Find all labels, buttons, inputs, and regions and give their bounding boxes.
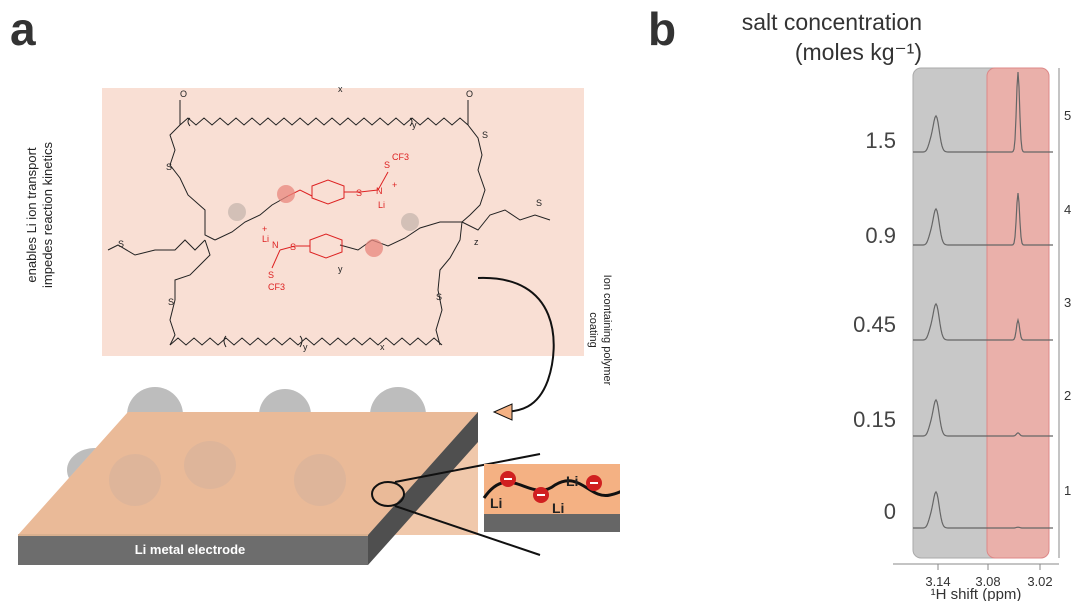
inset-li-2: Li: [552, 500, 564, 516]
trace-number-3: 3: [1064, 295, 1071, 310]
y-center-label: y: [338, 264, 343, 274]
z-label: z: [474, 237, 479, 247]
highlight-circle-3: [365, 239, 383, 257]
red-region: [986, 67, 1050, 559]
polymer-core: [214, 195, 462, 251]
y-bottom-label: y: [303, 342, 308, 352]
svg-text:S: S: [168, 297, 174, 307]
panel-a-letter: a: [10, 3, 36, 55]
x-tick-1: 3.14: [925, 574, 950, 589]
electrode-label: Li metal electrode: [135, 542, 246, 557]
panel-b-letter: b: [648, 3, 677, 55]
chart-title-line1: salt concentration: [742, 9, 922, 35]
nmr-traces: [913, 71, 1053, 529]
coating-label-line2: coating: [587, 312, 599, 347]
highlight-circle-4: [401, 213, 419, 231]
svg-text:N: N: [376, 186, 383, 196]
svg-text:S: S: [118, 239, 124, 249]
svg-text:CF3: CF3: [392, 152, 409, 162]
x-top-label: x: [338, 84, 343, 94]
concentration-label-3: 0.45: [853, 312, 896, 337]
magnifier-circle: [371, 481, 405, 507]
trace-number-5: 5: [1064, 108, 1071, 123]
nmr-trace-5: [913, 71, 1053, 153]
svg-text:S: S: [268, 270, 274, 280]
x-tick-2: 3.08: [975, 574, 1000, 589]
svg-text:S: S: [536, 198, 542, 208]
x-axis-label: ¹H shift (ppm): [931, 586, 1022, 601]
anion-upper: [287, 171, 389, 205]
trace-number-1: 1: [1064, 483, 1071, 498]
svg-text:O: O: [466, 89, 473, 99]
svg-text:+: +: [392, 180, 397, 190]
polymer-left-arm: [107, 124, 216, 346]
highlight-circle-2: [228, 203, 246, 221]
svg-text:Li: Li: [378, 200, 385, 210]
chart-title-line2: (moles kg⁻¹): [795, 39, 922, 65]
panel-a-figure: enables Li ion transport impedes reactio…: [18, 84, 620, 565]
coating-arrowhead: [492, 403, 513, 421]
coating-arrow: [477, 276, 555, 413]
coating-label-line1: Ion containing polymer: [601, 275, 613, 386]
electrode-block: [18, 387, 478, 565]
svg-text:Li: Li: [262, 234, 269, 244]
nmr-trace-1: [913, 490, 1053, 529]
svg-text:N: N: [272, 240, 279, 250]
trace-number-4: 4: [1064, 202, 1071, 217]
highlight-circle-1: [277, 185, 295, 203]
concentration-label-2: 0.9: [865, 223, 896, 248]
svg-text:CF3: CF3: [268, 282, 285, 292]
svg-text:O: O: [180, 89, 187, 99]
concentration-label-1: 1.5: [865, 128, 896, 153]
polymer-top-chain: [179, 100, 469, 127]
x-bottom-label: x: [380, 342, 385, 352]
nmr-trace-3: [913, 302, 1053, 341]
svg-text:+: +: [262, 224, 267, 234]
inset-zoom: [482, 464, 620, 532]
gray-region: [912, 67, 1004, 559]
svg-text:S: S: [436, 292, 442, 302]
inset-li-1: Li: [490, 495, 502, 511]
y-top-label: y: [412, 120, 417, 130]
svg-text:S: S: [166, 162, 172, 172]
svg-text:S: S: [356, 188, 362, 198]
trace-number-2: 2: [1064, 388, 1071, 403]
anion-lower: [271, 233, 343, 269]
concentration-label-4: 0.15: [853, 407, 896, 432]
side-label-line2: impedes reaction kinetics: [40, 142, 55, 288]
svg-text:S: S: [384, 160, 390, 170]
polymer-background: [102, 88, 584, 356]
inset-li-3: Li: [566, 473, 578, 489]
svg-text:S: S: [290, 242, 296, 252]
side-label-line1: enables Li ion transport: [24, 147, 39, 283]
polymer-right-arm: [435, 124, 551, 346]
concentration-label-5: 0: [884, 499, 896, 524]
polymer-bottom-chain: [169, 335, 443, 348]
nmr-trace-4: [913, 192, 1053, 246]
svg-text:S: S: [482, 130, 488, 140]
x-tick-3: 3.02: [1027, 574, 1052, 589]
nmr-trace-2: [913, 398, 1053, 437]
